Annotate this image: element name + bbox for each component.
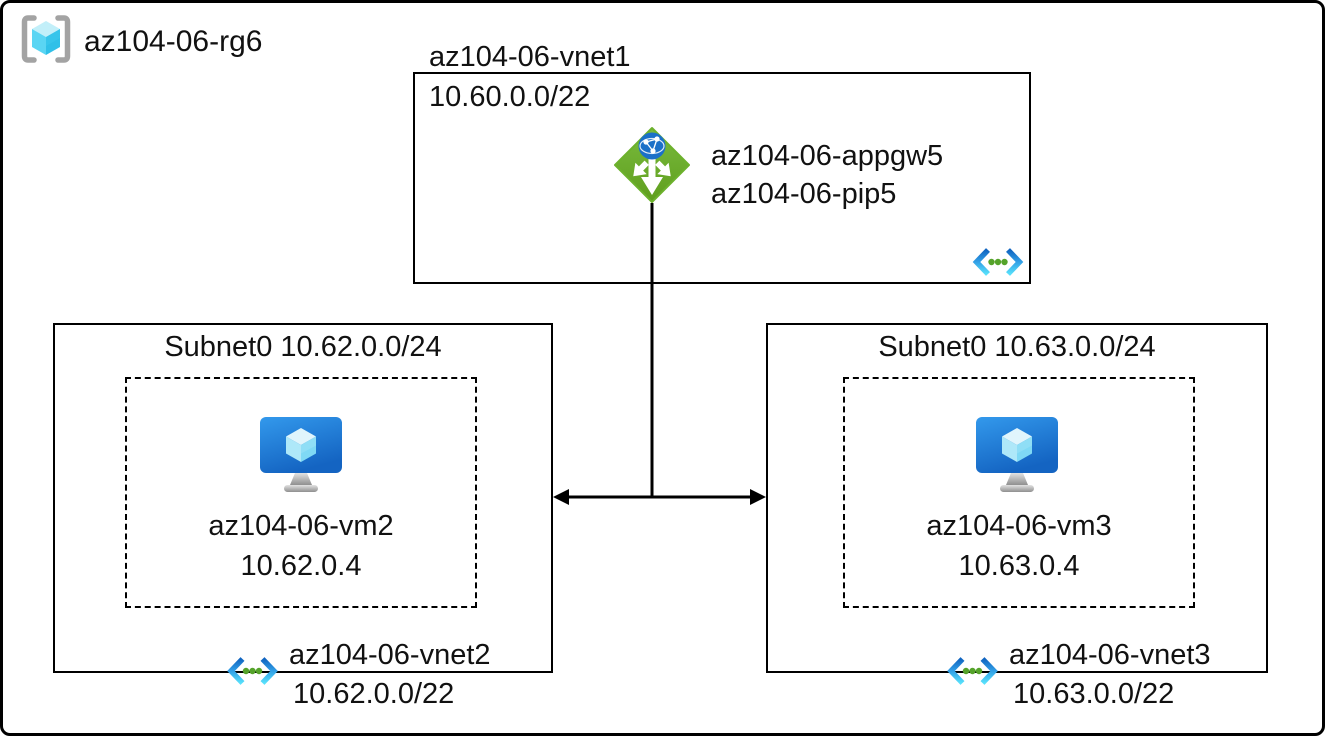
application-gateway-icon (612, 125, 692, 205)
vnet3-cidr-label: 10.63.0.0/22 (1013, 678, 1175, 710)
vm2-virtual-machine-icon (259, 416, 343, 494)
appgw-name-label: az104-06-appgw5 (711, 140, 944, 172)
vnet1-virtual-network-icon (972, 246, 1024, 280)
vm3-ip-label: 10.63.0.4 (958, 550, 1080, 582)
vnet2-box (53, 323, 553, 673)
vnet3-box (766, 323, 1268, 673)
vnet2-subnet-dashed-border (125, 377, 477, 608)
vnet1-box (413, 72, 1031, 284)
vnet2-virtual-network-icon (226, 655, 279, 689)
vnet3-virtual-network-icon (946, 655, 999, 689)
vnet3-name-label: az104-06-vnet3 (1009, 639, 1211, 671)
vm2-ip-label: 10.62.0.4 (240, 550, 362, 582)
vm2-name-label: az104-06-vm2 (208, 510, 394, 542)
resource-group-icon (18, 13, 74, 65)
resource-group-label: az104-06-rg6 (84, 25, 263, 58)
pip-name-label: az104-06-pip5 (711, 178, 897, 210)
vnet1-title: az104-06-vnet1 (429, 41, 631, 73)
vnet3-subnet-title: Subnet0 10.63.0.0/24 (878, 331, 1156, 363)
vnet1-cidr: 10.60.0.0/22 (429, 81, 591, 113)
vnet2-name-label: az104-06-vnet2 (289, 639, 491, 671)
vnet2-cidr-label: 10.62.0.0/22 (293, 678, 455, 710)
vm3-name-label: az104-06-vm3 (926, 510, 1112, 542)
vm3-virtual-machine-icon (975, 416, 1059, 494)
vnet3-subnet-dashed-border (843, 377, 1195, 608)
vnet2-subnet-title: Subnet0 10.62.0.0/24 (164, 331, 442, 363)
